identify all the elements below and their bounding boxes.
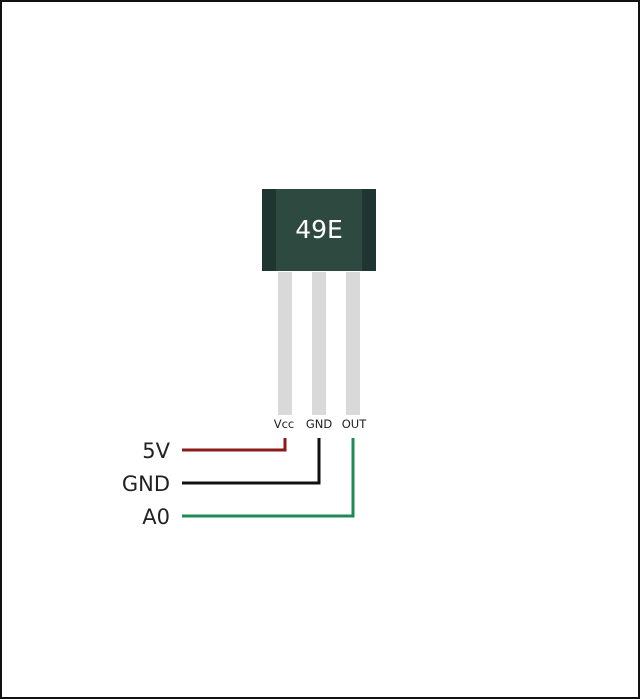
pin-label-vcc: Vcc — [274, 417, 295, 431]
hall-sensor-49e: 49E — [262, 189, 376, 271]
lead-gnd — [312, 272, 326, 415]
lead-out — [346, 272, 360, 415]
net-labels: 5V GND A0 — [122, 439, 171, 529]
sensor-leads — [278, 272, 360, 415]
sensor-marking: 49E — [295, 215, 343, 244]
net-label-gnd: GND — [122, 472, 170, 496]
lead-vcc — [278, 272, 292, 415]
net-label-a0: A0 — [142, 505, 170, 529]
net-label-5v: 5V — [142, 439, 170, 463]
wire-gnd — [182, 438, 321, 485]
wires — [182, 438, 355, 518]
wire-a0 — [182, 438, 355, 518]
wire-5v — [182, 438, 287, 452]
pin-label-out: OUT — [342, 417, 367, 431]
pin-labels: Vcc GND OUT — [274, 417, 367, 431]
sensor-body — [276, 189, 362, 271]
pin-label-gnd: GND — [306, 417, 333, 431]
